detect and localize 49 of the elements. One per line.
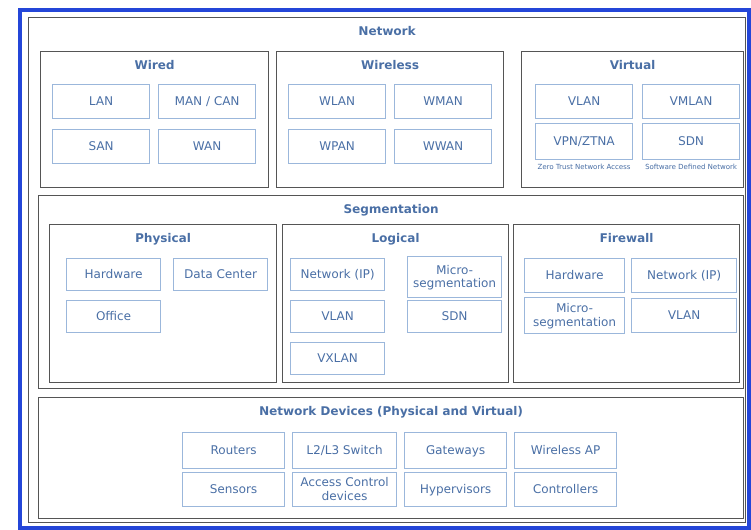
item-box: Hardware [66,258,161,291]
group-panel [521,51,744,188]
item-box: Access Control devices [292,472,397,507]
item-box: Micro-segmentation [407,256,502,298]
item-box: WAN [158,129,256,164]
item-box: WPAN [288,129,386,164]
group-heading: Network [358,24,416,38]
group-panel [38,195,744,389]
item-box: Controllers [514,472,617,507]
item-box: Sensors [182,472,285,507]
group-panel [282,224,509,383]
group-panel [513,224,740,383]
group-panel [276,51,504,188]
item-box: Data Center [173,258,268,291]
item-box: WLAN [288,84,386,119]
item-box: MAN / CAN [158,84,256,119]
item-box: Hardware [524,258,625,293]
item-box: Gateways [404,432,507,469]
group-heading: Logical [372,231,420,245]
item-box: Wireless AP [514,432,617,469]
item-box: LAN [52,84,150,119]
item-box: VLAN [535,84,633,119]
item-box: SAN [52,129,150,164]
item-box: Network (IP) [631,258,737,293]
item-box: L2/L3 Switch [292,432,397,469]
group-panel [38,397,744,519]
group-panel [40,51,269,188]
item-box: Routers [182,432,285,469]
item-box: VLAN [631,298,737,333]
group-heading: Segmentation [343,202,439,216]
item-box: Micro-segmentation [524,297,625,334]
item-box: SDN [407,300,502,333]
group-heading: Virtual [610,58,656,72]
item-box: VLAN [290,300,385,333]
item-box: Hypervisors [404,472,507,507]
group-panel [49,224,277,383]
group-heading: Firewall [600,231,654,245]
item-box: WWAN [394,129,492,164]
item-box: VMLAN [642,84,740,119]
group-heading: Network Devices (Physical and Virtual) [259,404,523,418]
group-heading: Wired [134,58,174,72]
item-box: Network (IP) [290,258,385,291]
item-box: Office [66,300,161,333]
group-heading: Physical [135,231,191,245]
item-box: WMAN [394,84,492,119]
item-box: VXLAN [290,342,385,375]
item-box: VPN/ZTNA [535,123,633,160]
group-heading: Wireless [361,58,419,72]
item-box: SDN [642,123,740,160]
